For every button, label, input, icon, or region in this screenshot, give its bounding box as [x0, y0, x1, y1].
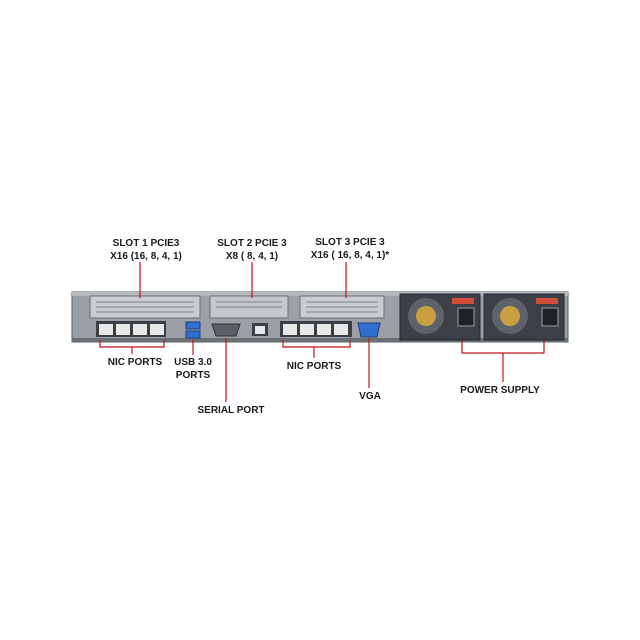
slot3-label-line1: SLOT 3 PCIE 3 — [311, 236, 389, 249]
power-supply-label: POWER SUPPLY — [460, 384, 540, 397]
slot2-label: SLOT 2 PCIE 3 X8 ( 8, 4, 1) — [217, 237, 286, 263]
slot1-label: SLOT 1 PCIE3 X16 (16, 8, 4, 1) — [110, 237, 182, 263]
nic-ports-right-ports — [280, 321, 352, 337]
vga-label: VGA — [359, 390, 381, 403]
usb-label-line1: USB 3.0 — [174, 356, 212, 369]
nic-ports-left-label: NIC PORTS — [108, 356, 162, 369]
usb-label-line2: PORTS — [174, 369, 212, 382]
slot2-label-line1: SLOT 2 PCIE 3 — [217, 237, 286, 250]
nic-ports-left-ports — [96, 321, 166, 337]
usb-label: USB 3.0 PORTS — [174, 356, 212, 382]
vga-text: VGA — [359, 390, 381, 403]
serial-port-label: SERIAL PORT — [197, 404, 264, 417]
nic-ports-right-label: NIC PORTS — [287, 360, 341, 373]
slot1-label-line1: SLOT 1 PCIE3 — [110, 237, 182, 250]
slot2-label-line2: X8 ( 8, 4, 1) — [217, 250, 286, 263]
serial-port-connector — [212, 324, 240, 336]
serial-port-text: SERIAL PORT — [197, 404, 264, 417]
nic-ports-left-text: NIC PORTS — [108, 356, 162, 369]
slot3-label-line2: X16 ( 16, 8, 4, 1)* — [311, 249, 389, 262]
pcie-slot-bays — [90, 296, 384, 318]
slot3-label: SLOT 3 PCIE 3 X16 ( 16, 8, 4, 1)* — [311, 236, 389, 262]
vga-connector — [358, 323, 380, 337]
nic-ports-right-text: NIC PORTS — [287, 360, 341, 373]
slot1-label-line2: X16 (16, 8, 4, 1) — [110, 250, 182, 263]
power-supply-text: POWER SUPPLY — [460, 384, 540, 397]
